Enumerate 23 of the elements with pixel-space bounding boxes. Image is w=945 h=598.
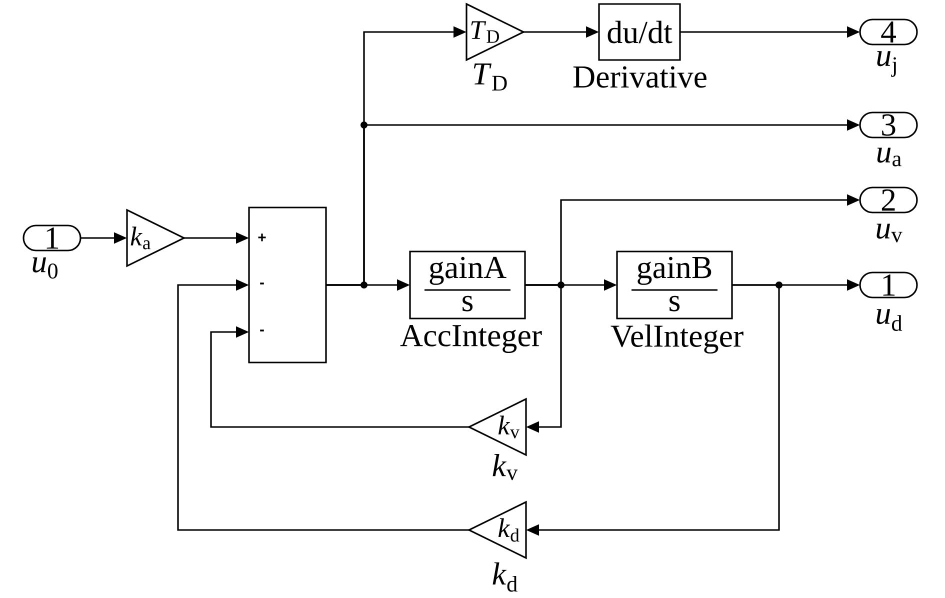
block-label: k$_{v}$: [492, 454, 518, 480]
block-label: k$_{d}$: [492, 562, 518, 592]
port-label: u$_{d}$: [876, 309, 902, 331]
port-block: 1: [22, 224, 82, 252]
arrow: [210, 326, 469, 428]
sum-block: + - -: [248, 206, 327, 364]
port-label: u$_{0}$: [32, 257, 58, 279]
port-block: 4: [859, 18, 918, 46]
block-label: AccInteger: [400, 325, 542, 354]
block-label: Derivative: [573, 66, 706, 88]
port-block: 3: [859, 112, 918, 138]
arrow: [177, 279, 469, 531]
function-block: du/dt: [598, 3, 681, 61]
arrow: [525, 284, 562, 433]
port-label: u$_{a}$: [877, 148, 902, 166]
block-label: VelInteger: [610, 324, 744, 354]
transfer-function-block: gainA s: [409, 250, 526, 320]
port-label: u$_{j}$: [877, 51, 896, 77]
transfer-function-block: gainB s: [616, 250, 733, 320]
port-label: u$_{v}$: [876, 224, 902, 242]
port-block: 2: [859, 186, 918, 214]
block-label: T$_{D}$: [474, 63, 507, 91]
port-block: 1: [859, 272, 918, 298]
